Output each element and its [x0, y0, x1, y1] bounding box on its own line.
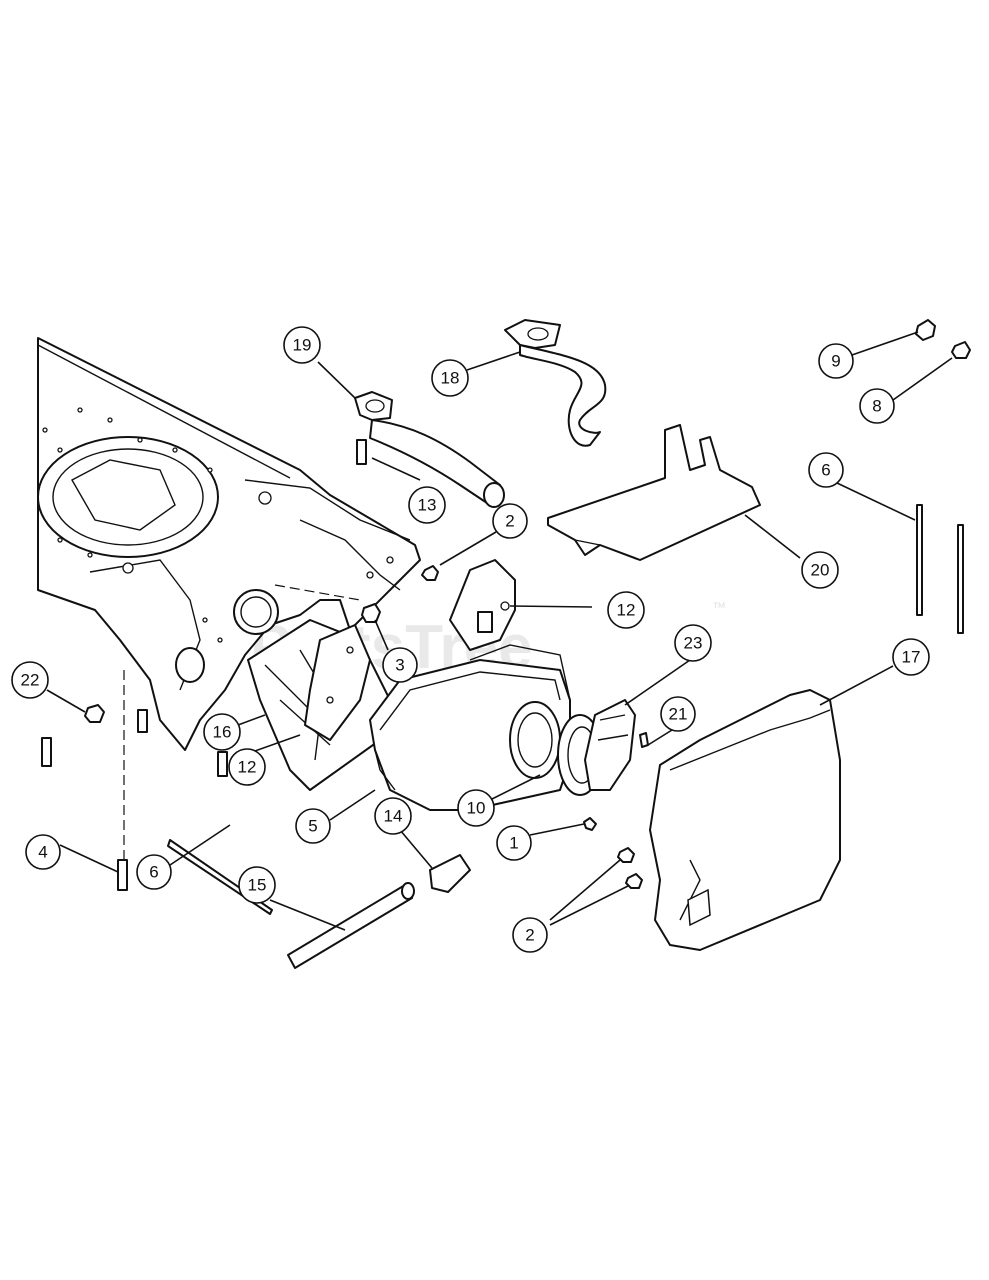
callout-18[interactable]: 18: [431, 359, 469, 397]
bracket-right: [449, 559, 516, 651]
callout-2-top[interactable]: 2: [492, 503, 528, 539]
nut-1: [583, 817, 597, 831]
callout-15[interactable]: 15: [238, 866, 276, 904]
hex-bolt-8: [951, 341, 971, 359]
callout-label: 22: [21, 671, 40, 690]
nut-2-b: [625, 873, 643, 889]
muffler: [369, 644, 571, 811]
muffler-shroud: [649, 689, 841, 951]
callout-5[interactable]: 5: [295, 808, 331, 844]
callout-12-left[interactable]: 12: [228, 748, 266, 786]
callout-label: 21: [669, 705, 688, 724]
nut-2-a: [617, 847, 635, 863]
nut-2-top: [421, 565, 439, 581]
callout-label: 15: [248, 876, 267, 895]
frame-chassis: [37, 337, 421, 870]
bolt-3: [361, 603, 381, 623]
cable-tie-6-right: [916, 504, 923, 616]
callout-label: 2: [525, 926, 534, 945]
hose-15: [287, 884, 413, 969]
callout-21[interactable]: 21: [660, 696, 696, 732]
callout-22[interactable]: 22: [11, 661, 49, 699]
bracket-left: [304, 624, 371, 741]
callout-8[interactable]: 8: [859, 388, 895, 424]
stud: [356, 439, 367, 465]
muffler-deflector: [584, 699, 636, 791]
bolt-left-1: [41, 737, 52, 767]
callout-label: 16: [213, 723, 232, 742]
callout-10[interactable]: 10: [457, 789, 495, 827]
callout-label: 9: [831, 352, 840, 371]
callout-label: 17: [902, 648, 921, 667]
callout-label: 4: [38, 843, 47, 862]
watermark-trademark: ™: [712, 599, 726, 615]
callout-13[interactable]: 13: [408, 486, 446, 524]
hex-nut-9: [915, 319, 936, 341]
callout-9[interactable]: 9: [818, 343, 854, 379]
callout-12-right[interactable]: 12: [607, 591, 645, 629]
leader-lines: [46, 331, 953, 931]
callout-label: 14: [384, 807, 403, 826]
callout-14[interactable]: 14: [374, 797, 412, 835]
callout-label: 18: [441, 369, 460, 388]
callout-label: 3: [395, 656, 404, 675]
callout-1[interactable]: 1: [496, 825, 532, 861]
callout-19[interactable]: 19: [283, 326, 321, 364]
callout-4[interactable]: 4: [25, 834, 61, 870]
callout-label: 6: [821, 461, 830, 480]
callout-label: 20: [811, 561, 830, 580]
callout-20[interactable]: 20: [801, 551, 839, 589]
callout-label: 13: [418, 496, 437, 515]
exhaust-pipe-right: [504, 319, 607, 447]
callout-6-left[interactable]: 6: [136, 854, 172, 890]
exhaust-pipe-left: [354, 391, 505, 508]
callout-label: 5: [308, 817, 317, 836]
bolt-21: [639, 732, 649, 748]
bolt-22: [84, 704, 105, 723]
callout-3[interactable]: 3: [382, 647, 418, 683]
callout-label: 12: [617, 601, 636, 620]
fitting-14: [429, 854, 471, 893]
callout-16[interactable]: 16: [203, 713, 241, 751]
callout-17[interactable]: 17: [892, 638, 930, 676]
callout-label: 2: [505, 512, 514, 531]
callout-label: 19: [293, 336, 312, 355]
callout-label: 8: [872, 397, 881, 416]
callout-23[interactable]: 23: [674, 624, 712, 662]
callout-6-right[interactable]: 6: [808, 452, 844, 488]
bolt-16: [217, 751, 228, 777]
callout-label: 12: [238, 758, 257, 777]
cable-tie-6-right-2: [957, 524, 964, 634]
callout-label: 6: [149, 863, 158, 882]
upper-heat-shield: [547, 424, 761, 561]
callout-label: 1: [509, 834, 518, 853]
callout-label: 23: [684, 634, 703, 653]
bolt-left-2: [137, 709, 148, 733]
callout-2-bottom[interactable]: 2: [512, 917, 548, 953]
bolt-4: [117, 859, 128, 891]
callout-label: 10: [467, 799, 486, 818]
